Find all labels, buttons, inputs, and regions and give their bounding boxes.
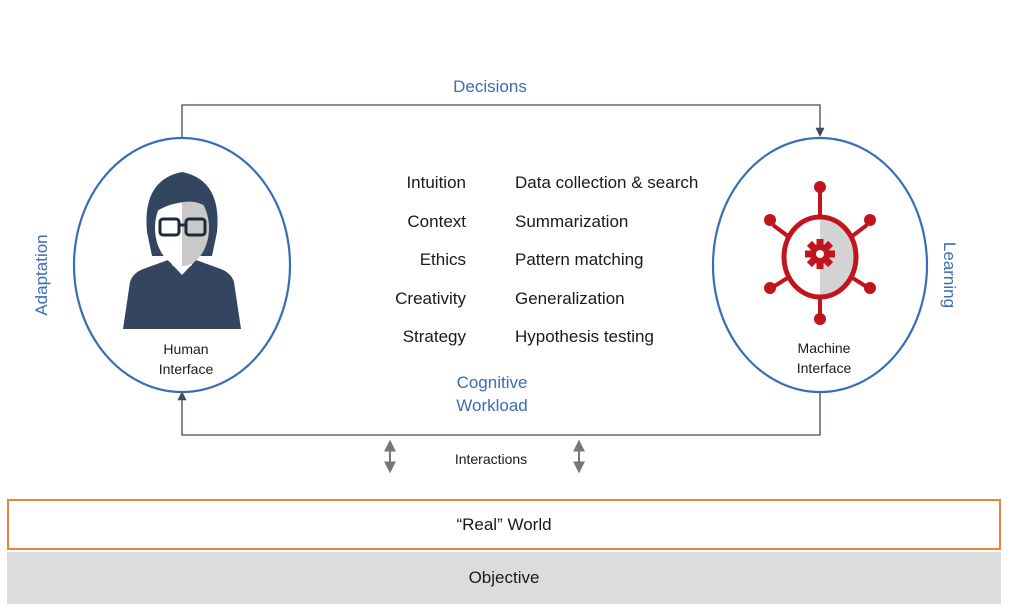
objective-label: Objective — [468, 568, 540, 587]
adaptation-label: Adaptation — [32, 234, 51, 316]
human-label-line2: Interface — [158, 361, 214, 377]
decisions-label: Decisions — [453, 77, 527, 96]
workload-loop-connector — [177, 391, 821, 436]
machine-label-line1: Machine — [797, 340, 851, 356]
machine-strength-item: Generalization — [515, 288, 625, 308]
human-strength-item: Strategy — [402, 327, 466, 346]
human-strength-item: Intuition — [406, 173, 466, 192]
decisions-loop-connector — [181, 104, 825, 138]
human-strengths-list: Intuition Context Ethics Creativity Stra… — [330, 170, 466, 363]
human-interface-node — [72, 136, 292, 394]
real-world-label: “Real” World — [456, 514, 552, 534]
machine-strength-item: Data collection & search — [515, 173, 699, 192]
cognitive-workload-line1: Cognitive — [456, 373, 528, 392]
objective-band: Objective — [7, 552, 1001, 604]
human-interface-label: Human Interface — [126, 339, 246, 379]
human-strength-item: Creativity — [395, 288, 466, 308]
cognitive-workload-line2: Workload — [456, 396, 528, 415]
human-strength-item: Ethics — [419, 250, 466, 269]
human-strength-item: Context — [407, 211, 466, 231]
person-with-glasses-icon — [123, 172, 241, 329]
human-label-line1: Human — [163, 341, 209, 357]
machine-strength-item: Hypothesis testing — [515, 327, 654, 346]
machine-strength-item: Summarization — [515, 211, 629, 231]
machine-strength-item: Pattern matching — [515, 250, 644, 269]
learning-label: Learning — [940, 241, 959, 309]
interactions-label: Interactions — [454, 451, 528, 467]
machine-label-line2: Interface — [796, 360, 852, 376]
real-world-band: “Real” World — [7, 499, 1001, 550]
machine-interface-node — [711, 136, 929, 394]
machine-interface-label: Machine Interface — [764, 338, 884, 378]
machine-strengths-list: Data collection & search Summarization P… — [515, 170, 755, 363]
cognitive-workload-label: Cognitive Workload — [432, 371, 552, 417]
